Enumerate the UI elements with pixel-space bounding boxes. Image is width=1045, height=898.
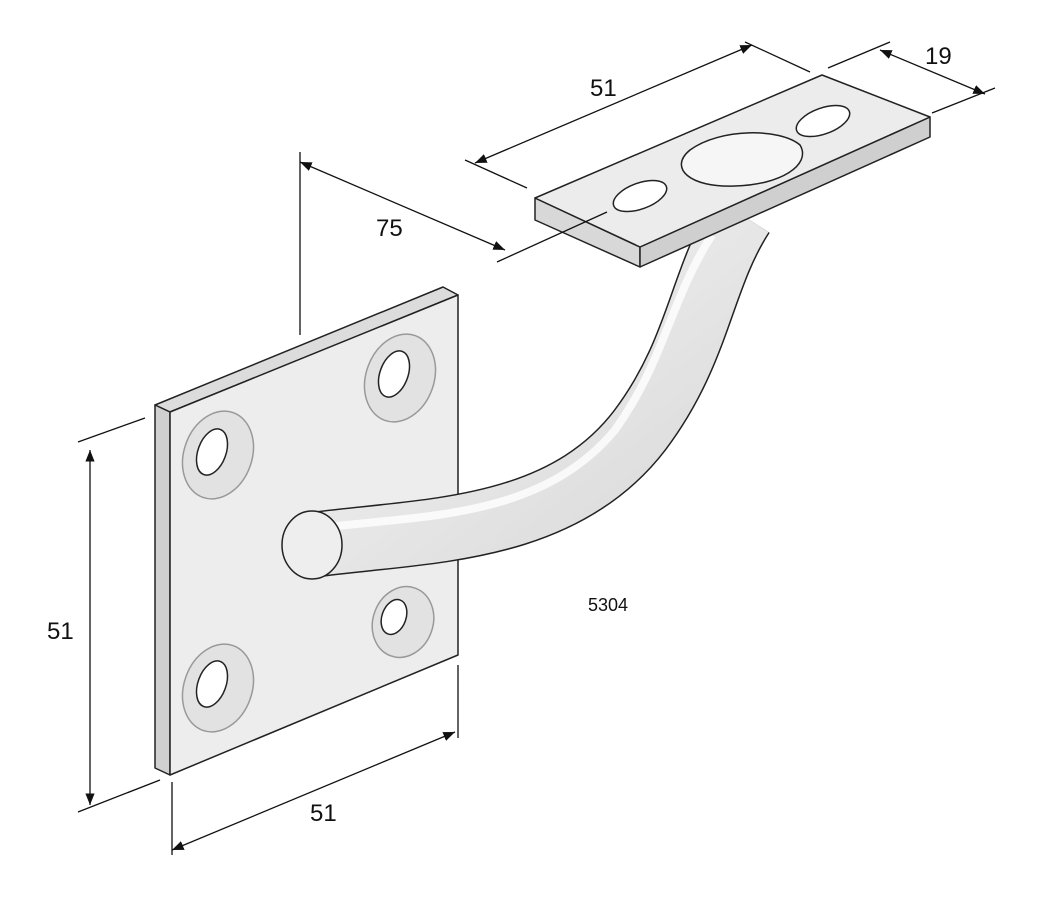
bracket-arm xyxy=(281,197,771,580)
wall-plate-hole xyxy=(181,643,255,733)
dim-wall-plate-width: 51 xyxy=(310,800,337,827)
wall-plate-hole xyxy=(181,410,255,500)
dim-top-plate-length: 51 xyxy=(590,75,617,102)
top-plate-hole xyxy=(795,104,851,138)
dim-top-plate-width: 19 xyxy=(925,43,952,70)
wall-plate-hole xyxy=(363,333,437,423)
dimension-lines xyxy=(77,41,996,855)
dim-wall-plate-height: 51 xyxy=(47,618,74,645)
dim-projection: 75 xyxy=(376,215,403,242)
part-number: 5304 xyxy=(588,595,628,615)
wall-plate-hole xyxy=(371,585,435,659)
top-plate-hole xyxy=(612,179,668,213)
